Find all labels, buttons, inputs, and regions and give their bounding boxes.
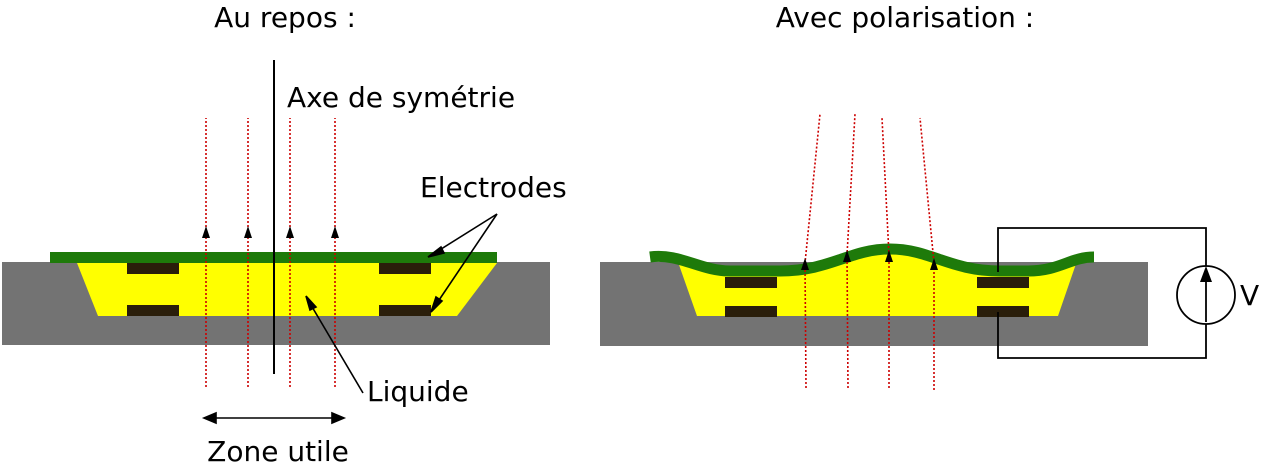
symmetry-axis-label: Axe de symétrie — [287, 81, 515, 114]
circuit-wire-top — [997, 227, 1207, 272]
right-ray-arrow-3 — [885, 250, 893, 262]
left-ray-arrow-1 — [202, 226, 210, 238]
liquid-pointer-head — [305, 295, 318, 312]
right-ray-arrow-1 — [801, 258, 809, 270]
left-electrode-bottom-right — [379, 305, 431, 316]
right-membrane — [649, 243, 1095, 277]
zone-arrow-head-left — [201, 411, 217, 425]
voltage-label: V — [1240, 279, 1259, 312]
right-electrode-bottom-left — [725, 306, 777, 317]
electrodes-pointer-bottom-head — [430, 295, 444, 313]
right-electrode-bottom-right — [977, 306, 1029, 317]
right-ray-arrow-4 — [930, 258, 938, 270]
right-liquid — [678, 248, 1078, 316]
liquid-pointer — [307, 299, 364, 394]
electrodes-pointer-top-head — [427, 245, 446, 258]
liquid-label: Liquide — [367, 375, 469, 408]
circuit-wire-bottom — [997, 312, 1207, 359]
right-title: Avec polarisation : — [776, 1, 1034, 34]
left-electrode-top-left — [127, 263, 179, 274]
left-panel: Au repos : Axe de symétrie Electrodes — [2, 1, 567, 463]
left-electrode-top-right — [379, 263, 431, 274]
electrodes-label: Electrodes — [420, 171, 567, 204]
left-ray-arrow-2 — [244, 226, 252, 238]
zone-arrow-head-right — [331, 411, 347, 425]
left-ray-arrow-3 — [286, 226, 294, 238]
right-electrode-top-left — [725, 277, 777, 288]
zone-label: Zone utile — [207, 435, 349, 463]
left-title: Au repos : — [214, 1, 356, 34]
electrodes-pointer-bottom — [432, 213, 498, 310]
right-ray-4 — [919, 117, 935, 390]
left-ray-arrow-4 — [331, 226, 339, 238]
right-ray-arrow-2 — [843, 250, 851, 262]
right-panel: Avec polarisation : — [600, 1, 1259, 390]
left-liquid — [77, 263, 497, 316]
right-electrode-top-right — [977, 277, 1029, 288]
current-source-arrow-head — [1200, 266, 1212, 282]
left-electrode-bottom-left — [127, 305, 179, 316]
right-ray-1 — [804, 113, 821, 389]
